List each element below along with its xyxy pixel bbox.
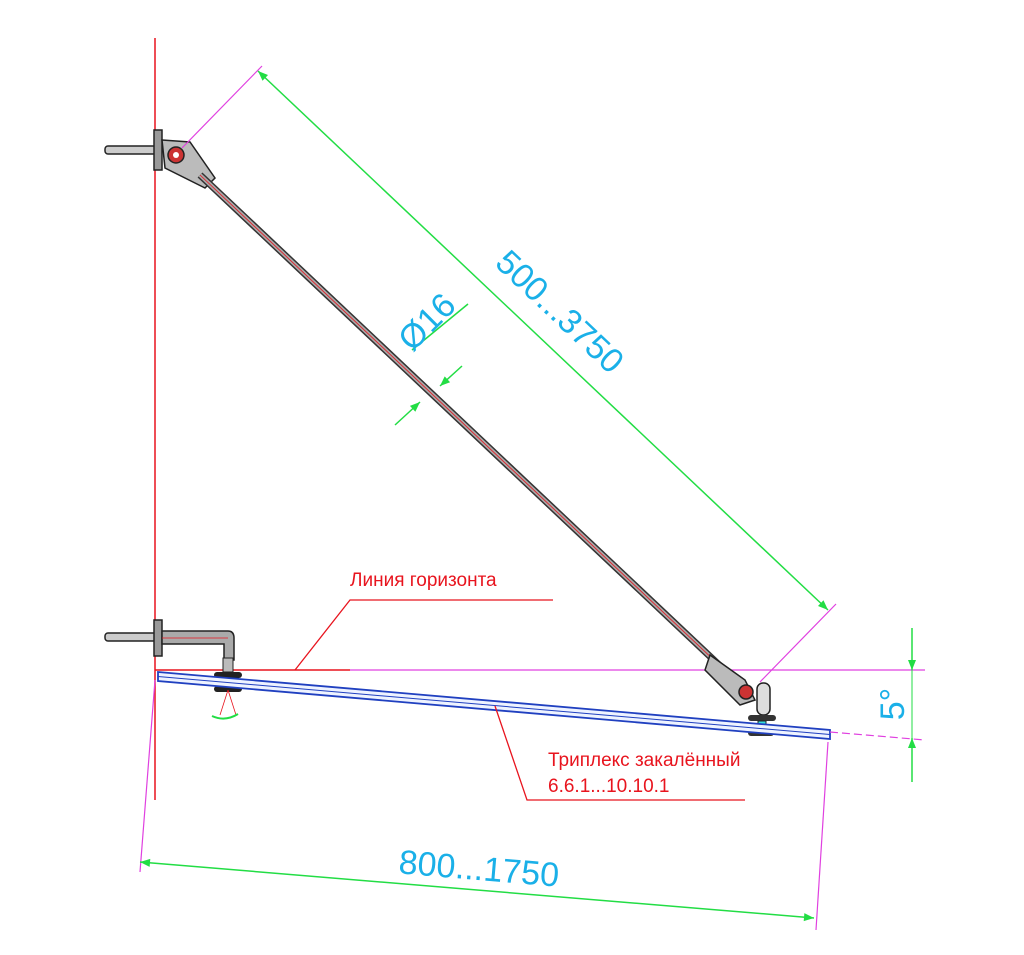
glass-spec-label: 6.6.1...10.10.1 — [548, 776, 670, 797]
angle-dimension: 5° — [829, 628, 926, 782]
glass-type-label: Триплекс закалённый — [548, 750, 740, 771]
horizon-label: Линия горизонта — [350, 570, 497, 591]
rod-length-label: 500...3750 — [488, 243, 631, 381]
projection-dimension: 800...1750 — [139, 679, 829, 931]
top-wall-bracket — [104, 129, 216, 189]
rod-diameter-label: Ø16 — [391, 286, 463, 358]
laminated-glass-panel — [157, 671, 831, 740]
angle-label: 5° — [874, 688, 912, 721]
front-glass-clamp — [704, 653, 776, 736]
rod-diameter-dimension: Ø16 — [391, 286, 469, 426]
bottom-wall-bracket — [104, 619, 242, 720]
rod-length-dimension: 500...3750 — [181, 65, 837, 683]
tension-rod — [197, 172, 738, 683]
horizon-note: Линия горизонта — [294, 570, 553, 671]
projection-label: 800...1750 — [397, 843, 560, 894]
glass-note: Триплекс закалённый 6.6.1...10.10.1 — [494, 705, 745, 801]
